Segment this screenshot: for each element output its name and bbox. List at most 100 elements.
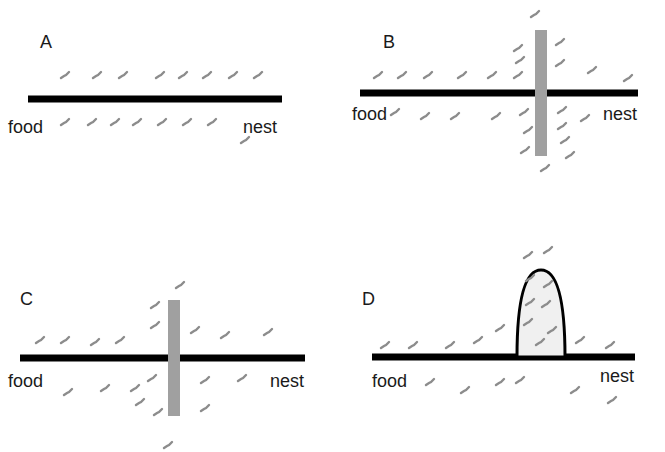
ant-mark [461, 387, 469, 393]
ant-mark [492, 113, 500, 119]
ant-mark [151, 302, 159, 308]
ant-mark [514, 45, 522, 51]
ant-mark [148, 375, 156, 381]
ant-mark [426, 379, 434, 385]
ant-mark [191, 327, 199, 333]
ant-mark [201, 377, 209, 383]
ant-mark [608, 397, 616, 403]
ant-group [36, 11, 632, 448]
ant-mark [374, 72, 382, 78]
obstacle-bar [535, 30, 547, 156]
ant-mark [588, 67, 596, 73]
trail-end-label: nest [603, 105, 637, 125]
ant-mark [151, 322, 159, 328]
ant-mark [201, 405, 209, 411]
trail-end-label: nest [600, 367, 634, 387]
ant-mark [521, 147, 529, 153]
ant-mark [398, 72, 406, 78]
ant-mark [61, 119, 69, 125]
ant-mark [424, 72, 432, 78]
trail-line [360, 90, 638, 97]
ant-mark [238, 375, 246, 381]
panel-letter: D [362, 290, 375, 310]
ant-mark [91, 339, 99, 345]
panel-letter: B [383, 33, 395, 53]
ant-mark [264, 329, 272, 335]
ant-mark [544, 247, 552, 253]
ant-mark [524, 127, 532, 133]
ant-mark [176, 282, 184, 288]
ant-mark [136, 399, 144, 405]
ant-mark [64, 389, 72, 395]
ant-mark [571, 387, 579, 393]
ant-mark [156, 72, 164, 78]
trail-end-label: food [8, 118, 43, 138]
trail-line [28, 96, 282, 103]
ant-mark [531, 11, 539, 17]
ant-mark [154, 409, 162, 415]
ant-mark [556, 39, 564, 45]
ant-mark [133, 119, 141, 125]
ant-mark [488, 72, 496, 78]
ant-mark [158, 119, 166, 125]
ant-mark [458, 72, 466, 78]
ant-mark [381, 342, 389, 348]
obstacle-arch [517, 270, 565, 357]
ant-mark [581, 115, 589, 121]
ant-mark [542, 301, 550, 307]
ant-mark [496, 325, 504, 331]
ant-mark [254, 72, 262, 78]
ant-mark [111, 119, 119, 125]
ant-mark [544, 281, 552, 287]
ant-mark [179, 72, 187, 78]
ant-mark [451, 113, 459, 119]
ant-mark [516, 57, 524, 63]
ant-mark [131, 385, 139, 391]
ant-mark [566, 152, 574, 158]
panel-letter: C [20, 290, 33, 310]
ant-mark [561, 137, 569, 143]
ant-mark [241, 137, 249, 143]
ant-mark [624, 75, 632, 81]
ant-mark [116, 337, 124, 343]
ant-mark [526, 299, 534, 305]
ant-mark [526, 275, 534, 281]
trail-line [20, 355, 305, 362]
ant-mark [391, 109, 399, 115]
obstacle-bar [168, 300, 180, 416]
ant-mark [221, 332, 229, 338]
ant-mark [548, 327, 556, 333]
ant-mark [606, 342, 614, 348]
ant-mark [183, 119, 191, 125]
ant-mark [421, 113, 429, 119]
ant-mark [229, 72, 237, 78]
ant-mark [514, 72, 522, 78]
trail-line [372, 354, 635, 361]
ant-mark [524, 252, 532, 258]
ant-mark [88, 119, 96, 125]
ant-mark [520, 109, 528, 115]
ant-mark [558, 123, 566, 129]
ant-mark [558, 107, 566, 113]
ant-mark [61, 72, 69, 78]
ant-mark [409, 342, 417, 348]
ant-mark [541, 165, 549, 171]
ant-mark [164, 442, 172, 448]
ant-mark [576, 337, 584, 343]
ant-mark [474, 337, 482, 343]
panel-letter: A [40, 33, 52, 53]
trail-end-label: nest [243, 118, 277, 138]
trail-end-label: nest [270, 372, 304, 392]
ant-mark [93, 72, 101, 78]
ant-mark [524, 319, 532, 325]
ant-mark [119, 72, 127, 78]
ant-mark [36, 337, 44, 343]
ant-mark [101, 385, 109, 391]
ant-mark [61, 337, 69, 343]
ant-mark [536, 339, 544, 345]
ant-mark [208, 119, 216, 125]
ant-mark [203, 72, 211, 78]
trail-end-label: food [352, 105, 387, 125]
ant-mark [446, 342, 454, 348]
